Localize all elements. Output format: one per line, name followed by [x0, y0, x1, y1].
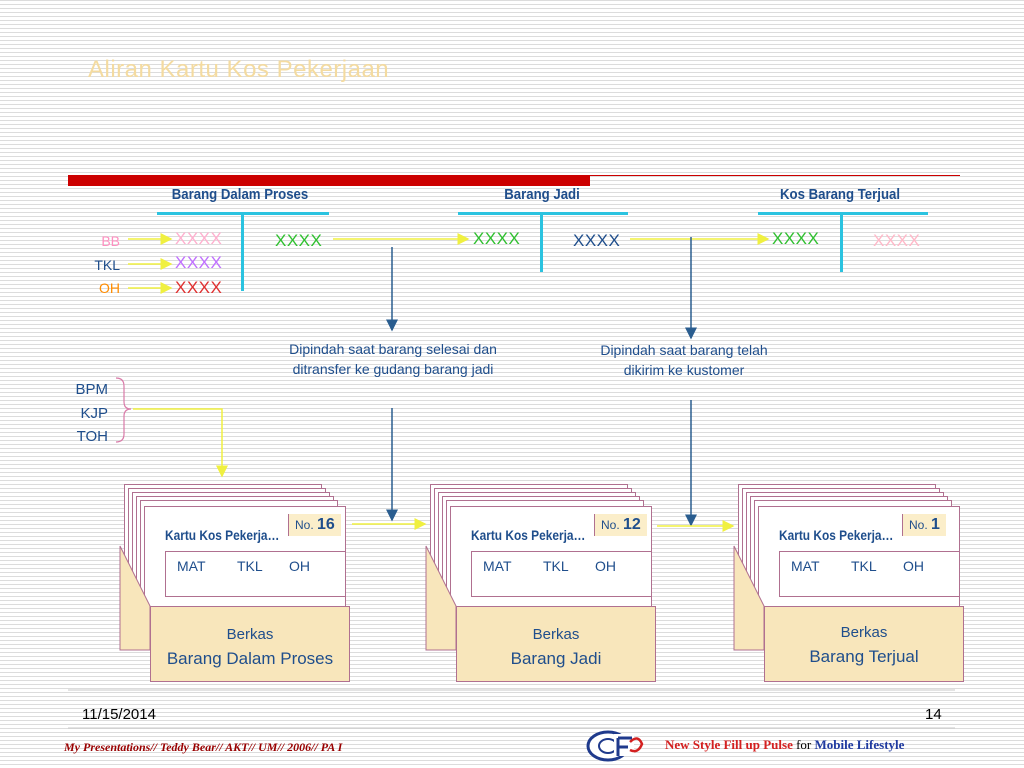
input-tkl: TKL — [94, 257, 120, 273]
applied-connector — [133, 408, 228, 478]
col-mat: MAT — [791, 558, 820, 574]
fg-credit: XXXX — [573, 231, 621, 250]
col-tkl: TKL — [237, 558, 263, 574]
applied-kjp: KJP — [80, 405, 108, 422]
card-table — [471, 551, 652, 597]
fg-account-title: Barang Jadi — [504, 186, 580, 203]
footer-tagline: New Style Fill up Pulse for Mobile Lifes… — [665, 737, 905, 752]
card-number-tag: No. 1 — [902, 514, 946, 536]
input-bb: BB — [101, 233, 120, 249]
cogs-t-stem — [840, 212, 843, 272]
wip-debit-bb: XXXX — [175, 229, 223, 248]
curly-brace — [115, 377, 132, 443]
wip-debit-oh: XXXX — [175, 278, 223, 297]
input-oh: OH — [99, 280, 120, 296]
fg-t-stem — [540, 212, 543, 272]
col-oh: OH — [595, 558, 616, 574]
col-tkl: TKL — [543, 558, 569, 574]
col-oh: OH — [903, 558, 924, 574]
col-oh: OH — [289, 558, 310, 574]
applied-bpm: BPM — [75, 381, 108, 398]
slide-date: 11/15/2014 — [82, 706, 156, 723]
footer-credit: My Presentations// Teddy Bear// AKT// UM… — [64, 740, 343, 754]
card-table — [779, 551, 960, 597]
file-wip: Kartu Kos Pekerja… MAT TKL OH No. 16 Ber… — [118, 482, 358, 682]
file-label-box: Berkas Barang Jadi — [456, 606, 656, 682]
file-label-box: Berkas Barang Dalam Proses — [150, 606, 350, 682]
cogs-t-bar — [758, 212, 928, 215]
card-number-tag: No. 16 — [288, 514, 341, 536]
header-thin-line — [590, 175, 960, 176]
applied-toh: TOH — [76, 428, 108, 445]
card-title: Kartu Kos Pekerja… — [471, 527, 586, 543]
col-mat: MAT — [483, 558, 512, 574]
card-title: Kartu Kos Pekerja… — [165, 527, 280, 543]
wip-t-stem — [241, 212, 244, 291]
note-transfer-cogs: Dipindah saat barang telah dikirim ke ku… — [600, 342, 768, 378]
header-red-bar — [68, 175, 590, 186]
card-table — [165, 551, 346, 597]
brand-logo — [586, 730, 644, 762]
wip-credit: XXXX — [275, 231, 323, 250]
cogs-credit: XXXX — [873, 231, 921, 250]
note-transfer-fg: Dipindah saat barang selesai dan ditrans… — [289, 341, 497, 377]
wip-account-title: Barang Dalam Proses — [171, 186, 309, 203]
file-label-box: Berkas Barang Terjual — [764, 606, 964, 682]
fg-t-bar — [458, 212, 628, 215]
slide-title: Aliran Kartu Kos Pekerjaan — [88, 56, 390, 83]
wip-debit-tkl: XXXX — [175, 253, 223, 272]
cogs-debit: XXXX — [772, 229, 820, 248]
cogs-account-title: Kos Barang Terjual — [779, 186, 901, 203]
card-number-tag: No. 12 — [594, 514, 647, 536]
slide-number: 14 — [925, 706, 942, 723]
col-mat: MAT — [177, 558, 206, 574]
card-title: Kartu Kos Pekerja… — [779, 527, 894, 543]
col-tkl: TKL — [851, 558, 877, 574]
fg-debit: XXXX — [473, 229, 521, 248]
file-cogs: Kartu Kos Pekerja… MAT TKL OH No. 1 Berk… — [732, 482, 972, 682]
file-fg: Kartu Kos Pekerja… MAT TKL OH No. 12 Ber… — [424, 482, 664, 682]
